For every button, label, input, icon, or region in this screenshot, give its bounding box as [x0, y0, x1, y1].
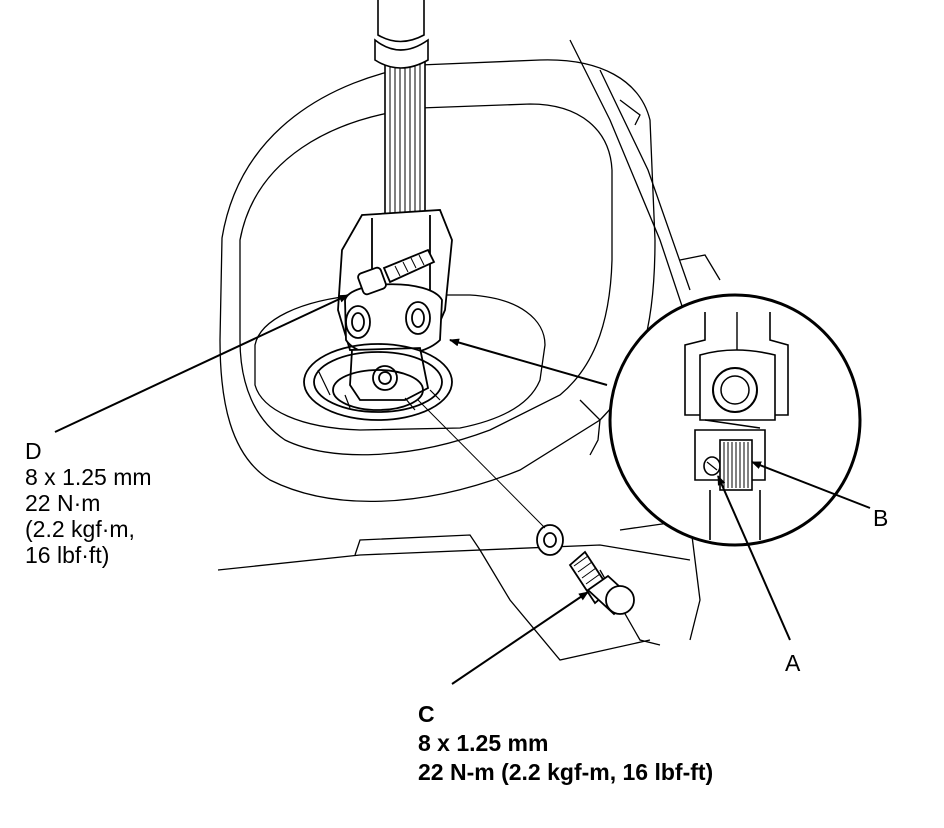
callout-c-size: 8 x 1.25 mm [418, 730, 549, 756]
callout-c: C 8 x 1.25 mm 22 N-m (2.2 kgf-m, 16 lbf-… [418, 700, 713, 787]
universal-joint [337, 209, 453, 401]
callout-d-letter: D [25, 438, 42, 464]
leader-b [751, 461, 871, 509]
bolt-c-parts [536, 524, 635, 616]
callout-a: A [785, 650, 800, 676]
callout-d-torque-nm: 22 N·m [25, 490, 101, 516]
steering-shaft [374, 0, 429, 219]
bolt-alignment-line [417, 399, 546, 529]
callout-c-torque: 22 N-m (2.2 kgf-m, 16 lbf-ft) [418, 759, 714, 785]
leader-a [717, 475, 791, 641]
inset-to-joint-arrow [449, 338, 608, 386]
callout-b-letter: B [873, 505, 889, 531]
steering-boot [303, 343, 453, 421]
callout-d-torque-lbf: 16 lbf·ft) [25, 542, 110, 568]
callout-d-torque-kgf: (2.2 kgf·m, [25, 516, 135, 542]
leader-c [451, 591, 589, 685]
leader-lines [54, 294, 871, 685]
callout-d-size: 8 x 1.25 mm [25, 464, 152, 490]
callout-d: D 8 x 1.25 mm 22 N·m (2.2 kgf·m, 16 lbf·… [25, 438, 152, 568]
leader-d [54, 294, 349, 433]
detail-inset [608, 293, 862, 547]
callout-c-letter: C [418, 701, 435, 727]
callout-a-letter: A [785, 650, 801, 676]
callout-b: B [873, 505, 888, 531]
